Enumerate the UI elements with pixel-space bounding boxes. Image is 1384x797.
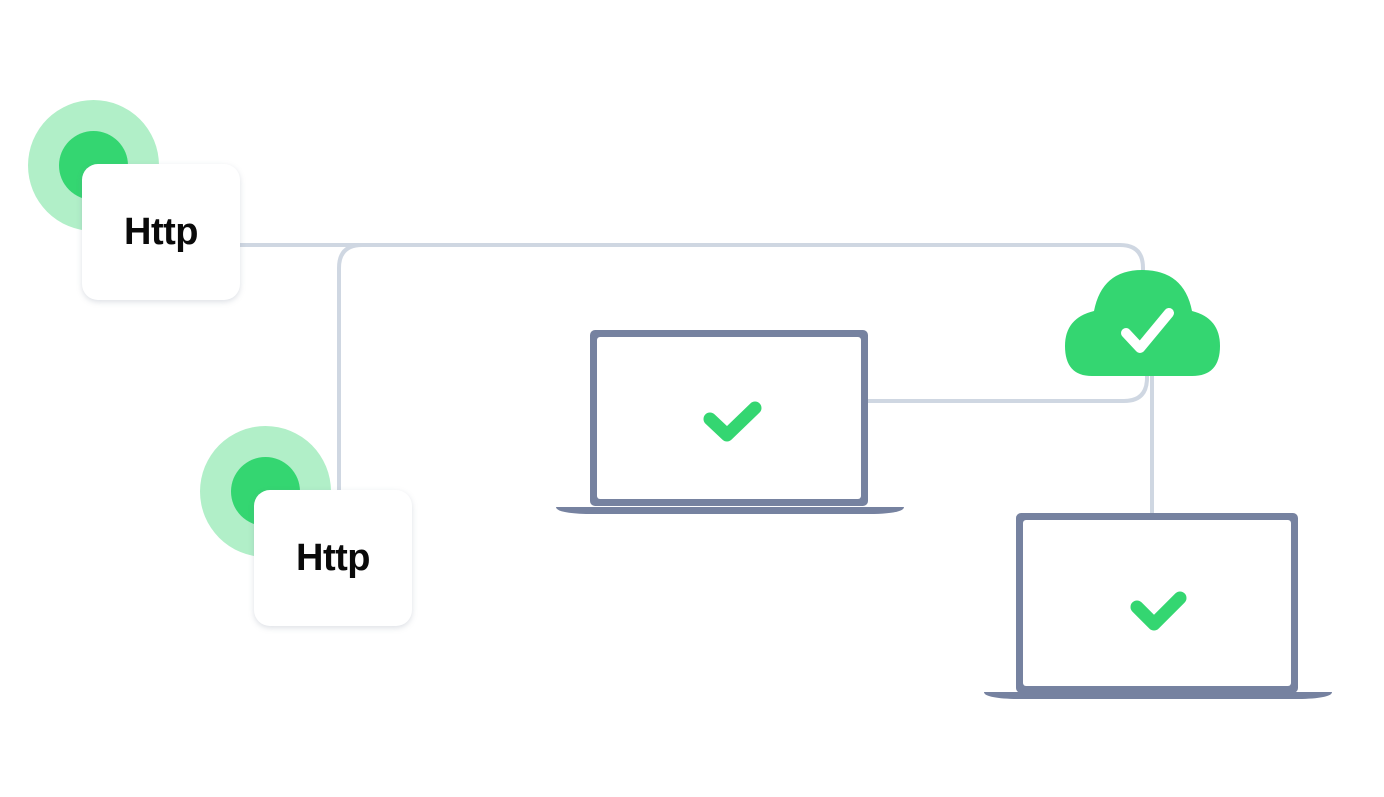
edge-http2-bus bbox=[337, 243, 363, 492]
cloud-check-icon[interactable] bbox=[1062, 268, 1224, 380]
laptop-icon[interactable] bbox=[554, 326, 906, 516]
http-label: Http bbox=[296, 536, 370, 579]
edge-http1-cloud bbox=[240, 243, 1145, 285]
http-node[interactable]: Http bbox=[82, 164, 240, 300]
laptop-icon[interactable] bbox=[982, 512, 1334, 702]
edge-laptop1-cloud bbox=[868, 370, 1149, 403]
http-label: Http bbox=[124, 210, 198, 253]
checkmark-icon bbox=[1130, 591, 1187, 631]
checkmark-icon bbox=[703, 401, 762, 442]
http-node[interactable]: Http bbox=[254, 490, 412, 626]
